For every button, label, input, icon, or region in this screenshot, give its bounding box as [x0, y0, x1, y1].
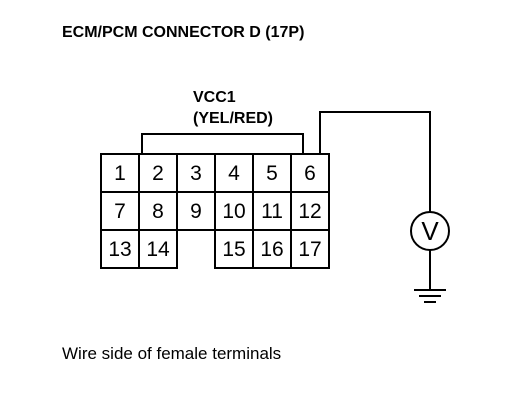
- view-caption: Wire side of female terminals: [62, 344, 281, 363]
- terminal-label-wire-color: (YEL/RED): [193, 110, 273, 127]
- terminal-label-name: VCC1: [193, 89, 236, 106]
- terminal-cell: [290, 229, 330, 269]
- terminal-number: 7: [114, 200, 126, 223]
- terminal-number: 6: [304, 162, 316, 185]
- terminal-number: 9: [190, 200, 202, 223]
- terminal-number: 12: [298, 200, 321, 223]
- terminal-cell: [290, 153, 330, 193]
- test-lead-positive: [319, 111, 431, 212]
- diagram-title: ECM/PCM CONNECTOR D (17P): [62, 24, 304, 41]
- terminal-cell: [214, 191, 254, 231]
- terminal-cell: [252, 229, 292, 269]
- terminal-number: 8: [152, 200, 164, 223]
- terminal-number: 2: [152, 162, 164, 185]
- terminal-number: 3: [190, 162, 202, 185]
- terminal-cell: [176, 191, 216, 231]
- ground-icon: [414, 289, 446, 303]
- terminal-cell: [138, 229, 178, 269]
- terminal-number: 17: [298, 238, 321, 261]
- terminal-number: 4: [228, 162, 240, 185]
- voltmeter-symbol: V: [421, 216, 439, 246]
- terminal-number: 13: [108, 238, 131, 261]
- terminal-number: 14: [146, 238, 170, 261]
- terminal-number: 5: [266, 162, 278, 185]
- terminal-number: 1: [114, 162, 126, 185]
- terminal-number: 16: [260, 238, 283, 261]
- voltmeter-icon: V: [410, 211, 450, 251]
- terminal-number: 11: [261, 200, 283, 223]
- connector-latch: [141, 133, 304, 154]
- terminal-cell: [138, 191, 178, 231]
- terminal-number: 15: [222, 238, 245, 261]
- terminal-number: 10: [222, 200, 245, 223]
